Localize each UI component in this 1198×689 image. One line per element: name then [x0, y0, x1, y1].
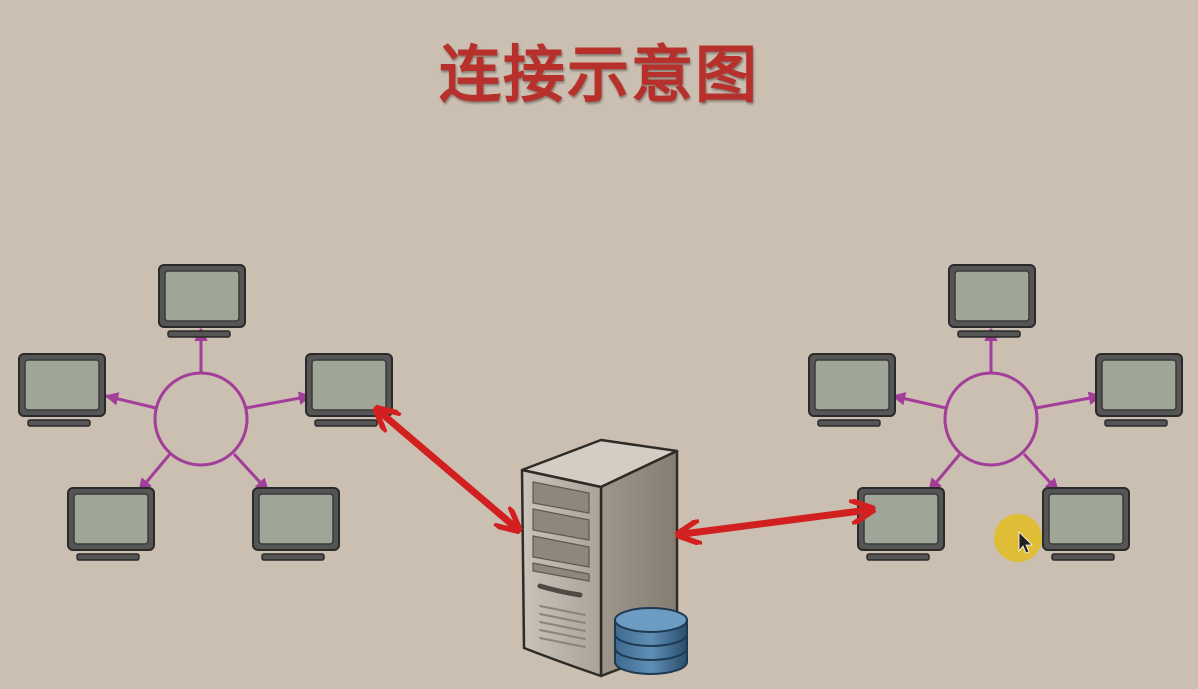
computer-monitor-top [158, 264, 246, 338]
hub-arrow [232, 452, 270, 493]
database-icon [614, 607, 688, 675]
hub-arrow [927, 453, 962, 493]
link-arrow-right [683, 510, 868, 534]
hub-arrow [245, 391, 313, 410]
computer-monitor-left [808, 353, 896, 427]
hub-arrow [104, 392, 157, 410]
left-network [18, 264, 393, 561]
link-arrow-left [380, 412, 515, 527]
hub-circle [153, 371, 249, 467]
computer-monitor-bottom-right [1042, 487, 1130, 561]
right-network [808, 264, 1183, 561]
cursor-icon [1018, 531, 1033, 554]
hub-circle [943, 371, 1039, 467]
computer-monitor-right [1095, 353, 1183, 427]
hub-arrow [137, 453, 172, 493]
cursor-highlight [994, 514, 1042, 562]
computer-monitor-bottom-left [857, 487, 945, 561]
computer-monitor-bottom-right [252, 487, 340, 561]
diagram-title: 连接示意图 [438, 38, 759, 111]
hub-arrow [1035, 391, 1103, 410]
hub-arrow [1022, 452, 1060, 493]
computer-monitor-bottom-left [67, 487, 155, 561]
computer-monitor-left [18, 353, 106, 427]
hub-arrow [891, 392, 947, 410]
computer-monitor-top [948, 264, 1036, 338]
